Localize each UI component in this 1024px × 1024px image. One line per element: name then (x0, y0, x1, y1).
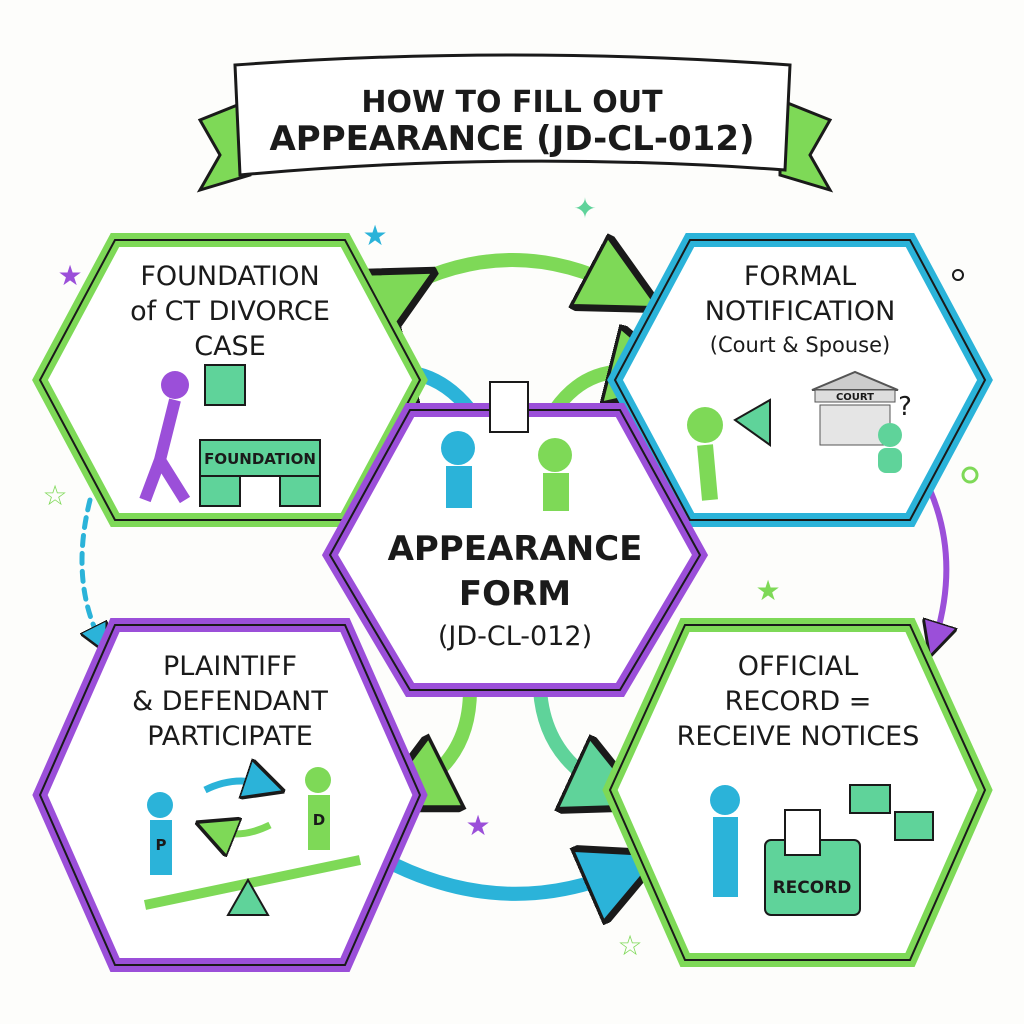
svg-text:★: ★ (362, 219, 387, 252)
node-participate: PLAINTIFF & DEFENDANT PARTICIPATE P D (32, 618, 428, 972)
megaphone-icon (733, 398, 771, 447)
svg-text:?: ? (898, 392, 912, 422)
node-notification-line-2: NOTIFICATION (705, 296, 896, 327)
arrow-to-participate (410, 683, 477, 790)
node-record: OFFICIAL RECORD = RECEIVE NOTICES RECORD (602, 618, 993, 967)
person-body (139, 398, 191, 504)
node-notification-line-1: FORMAL (744, 261, 856, 292)
svg-text:★: ★ (57, 259, 82, 292)
node-participate-line-1: PLAINTIFF (163, 651, 297, 682)
person-filing-icon (710, 785, 740, 815)
node-participate-line-2: & DEFENDANT (132, 686, 328, 717)
node-foundation-line-1: FOUNDATION (140, 261, 319, 292)
decorative-sparkles: ★ ✦ ★ ☆ ★ ★ ☆ (42, 192, 979, 962)
defendant-label: D (313, 811, 325, 829)
person-cheering-icon (538, 438, 572, 472)
person-icon (161, 371, 189, 399)
arrow-left-down (79, 497, 100, 640)
plaintiff-figure (150, 820, 172, 875)
node-record-line-2: RECORD = (725, 686, 872, 717)
node-center-appearance-form: APPEARANCE FORM (JD-CL-012) (321, 381, 709, 697)
node-foundation-line-2: of CT DIVORCE (130, 296, 330, 327)
title-line-2: APPEARANCE (JD-CL-012) (269, 119, 754, 159)
node-notification: FORMAL NOTIFICATION (Court & Spouse) COU… (607, 233, 993, 527)
node-record-line-3: RECEIVE NOTICES (677, 721, 920, 752)
arrow-right-down (930, 487, 946, 640)
title-banner: HOW TO FILL OUT APPEARANCE (JD-CL-012) (196, 53, 834, 193)
svg-text:★: ★ (465, 809, 490, 842)
person-cheering-icon (441, 431, 475, 465)
node-notification-line-3: (Court & Spouse) (710, 333, 890, 357)
node-participate-line-3: PARTICIPATE (147, 721, 313, 752)
flow-arrows (79, 260, 946, 894)
arrow-bottom (388, 865, 625, 894)
center-line-1: APPEARANCE (388, 529, 643, 569)
form-document-icon (489, 381, 529, 433)
document-icon (784, 809, 821, 856)
arrow-to-record (533, 683, 610, 790)
title-line-1: HOW TO FILL OUT (361, 85, 663, 120)
envelope-icon (894, 811, 934, 841)
svg-text:★: ★ (755, 574, 780, 607)
plaintiff-label: P (156, 836, 167, 854)
envelope-icon (849, 784, 891, 814)
svg-text:☆: ☆ (617, 929, 642, 962)
svg-text:☆: ☆ (42, 479, 67, 512)
record-label: RECORD (773, 878, 852, 898)
node-record-line-1: OFFICIAL (738, 651, 859, 682)
courthouse-icon: COURT (811, 370, 899, 446)
arrow-top-double (400, 260, 625, 290)
defendant-figure (308, 795, 330, 850)
node-foundation-line-3: CASE (194, 331, 266, 362)
seesaw-icon (143, 855, 362, 910)
court-label: COURT (836, 392, 874, 403)
block-icon (204, 364, 246, 406)
person-shouting-icon (687, 407, 723, 443)
svg-text:✦: ✦ (573, 192, 596, 225)
center-line-2: FORM (459, 574, 571, 614)
node-foundation: FOUNDATION of CT DIVORCE CASE FOUNDATION (32, 233, 428, 527)
center-line-3: (JD-CL-012) (438, 621, 592, 652)
foundation-label: FOUNDATION (204, 450, 316, 468)
